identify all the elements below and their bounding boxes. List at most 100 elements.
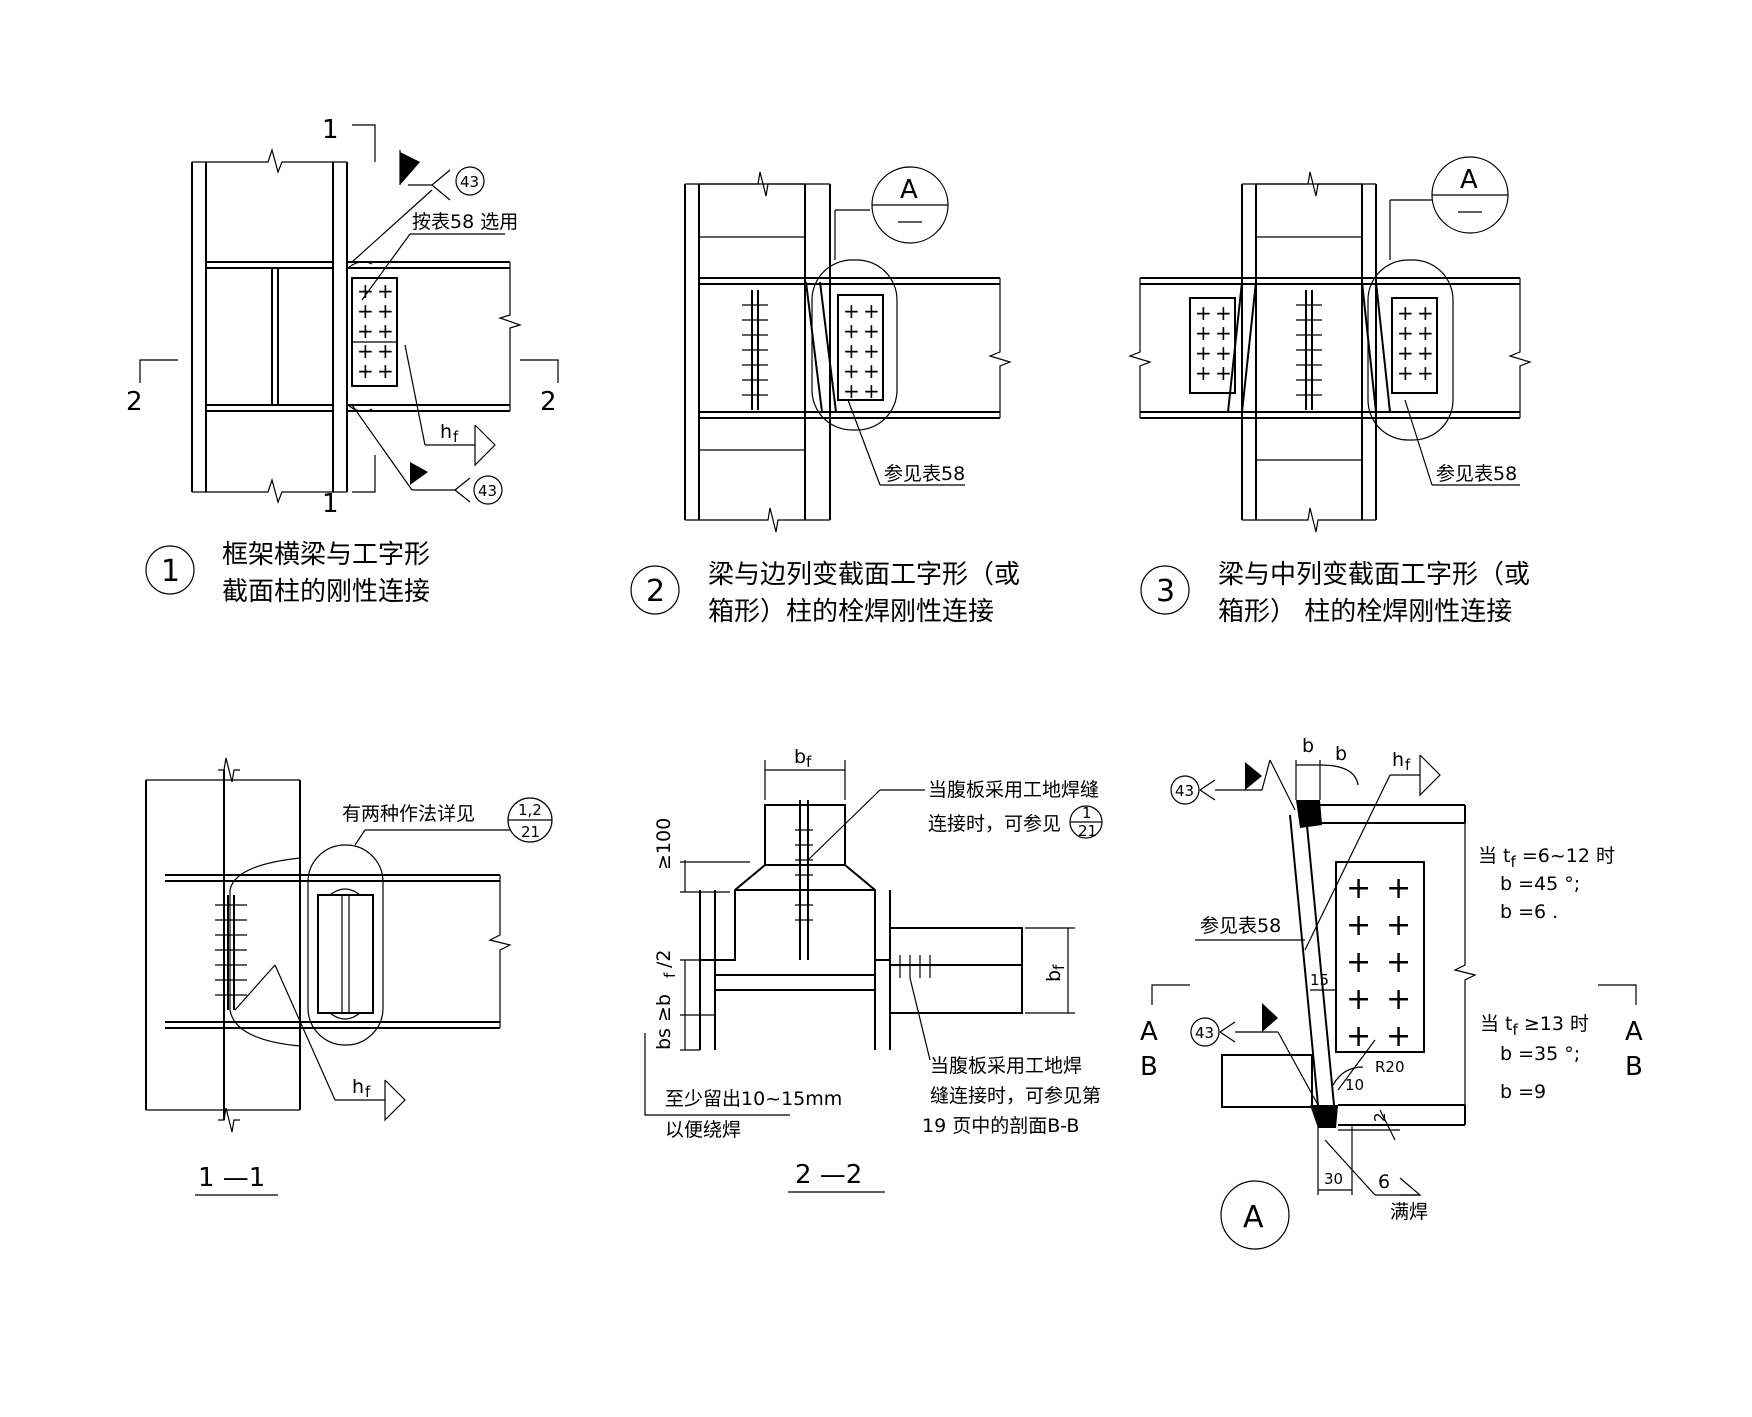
svg-text:A: A: [1625, 1017, 1643, 1047]
svg-text:+: +: [1215, 341, 1232, 365]
beam-bolts: [899, 955, 931, 978]
bolt-group: ++ ++ ++ ++ ++: [1346, 871, 1411, 1054]
svg-text:1,2: 1,2: [518, 801, 542, 819]
svg-text:+: +: [1397, 341, 1414, 365]
svg-text:+: +: [1417, 341, 1434, 365]
note-wrap-weld-a: 至少留出10~15mm: [665, 1088, 842, 1110]
weld-flag-icon: [410, 462, 428, 485]
ref-bubble-text: 43: [478, 482, 497, 500]
web-bolts: [215, 904, 247, 996]
svg-text:+: +: [863, 299, 880, 323]
note-table: 参见表58: [884, 463, 965, 485]
svg-text:21: 21: [1078, 822, 1097, 840]
section-2-2: b f ≥100 bs ≥b f /2 b f 当腹板采用工地焊缝 连接时，可参…: [644, 746, 1103, 1193]
detail-2-title-line2: 箱形）柱的栓焊刚性连接: [708, 597, 994, 627]
detail-2-title-line1: 梁与边列变截面工字形（或: [708, 560, 1020, 590]
weld-fill-top: [1296, 800, 1322, 828]
svg-text:A: A: [1243, 1200, 1264, 1235]
note-table: 按表58 选用: [412, 211, 518, 233]
ref-bubble-text: 43: [460, 173, 479, 191]
detail-1: ++ ++ ++ ++ ++ 1 1 2 2 43 按表58 选用: [126, 115, 559, 607]
detail-marker-2: [630, 565, 680, 615]
svg-text:f: f: [661, 972, 679, 978]
svg-text:f: f: [365, 1083, 371, 1101]
ref-bubble: [1170, 775, 1200, 805]
detail-A: ++ ++ ++ ++ ++ 43 b b h f 参见表58: [1140, 735, 1643, 1250]
svg-text:+: +: [1386, 982, 1411, 1017]
svg-text:/2: /2: [653, 950, 675, 969]
svg-text:+: +: [843, 359, 860, 383]
svg-text:+: +: [1346, 908, 1371, 943]
svg-text:+: +: [843, 319, 860, 343]
svg-text:+: +: [377, 279, 394, 303]
svg-text:+: +: [1215, 361, 1232, 385]
svg-text:+: +: [863, 379, 880, 403]
svg-text:+: +: [1346, 1019, 1371, 1054]
svg-text:+: +: [377, 359, 394, 383]
note-field-weld-2c: 19 页中的剖面B-B: [922, 1115, 1079, 1137]
ref-bubble: [1190, 1017, 1220, 1047]
svg-text:b: b: [1335, 743, 1347, 765]
ref-bubble: [473, 475, 503, 505]
bolt-group: ++ ++ ++ ++: [1195, 301, 1232, 385]
bolt-group: ++ ++ ++ ++ ++: [357, 279, 394, 383]
cond-1-line2: b =45 °;: [1500, 873, 1580, 895]
svg-text:+: +: [843, 299, 860, 323]
svg-text:f: f: [1050, 964, 1068, 970]
svg-text:+: +: [377, 339, 394, 363]
svg-text:f: f: [1405, 756, 1411, 774]
weld-size-label: h: [440, 421, 452, 443]
svg-text:R20: R20: [1375, 1058, 1405, 1076]
svg-text:6: 6: [1378, 1171, 1390, 1193]
weld-fill-bottom: [1310, 1105, 1338, 1128]
svg-text:+: +: [1397, 321, 1414, 345]
svg-text:+: +: [863, 359, 880, 383]
svg-text:1: 1: [1082, 804, 1092, 822]
svg-text:+: +: [1195, 301, 1212, 325]
svg-text:+: +: [1195, 361, 1212, 385]
svg-text:1: 1: [161, 554, 180, 589]
svg-text:+: +: [357, 339, 374, 363]
weld-flag-icon: [1245, 762, 1262, 790]
svg-text:B: B: [1140, 1052, 1158, 1082]
svg-text:A: A: [1460, 165, 1478, 195]
svg-text:f: f: [806, 753, 812, 771]
note-full-weld: 满焊: [1390, 1201, 1428, 1223]
cond-2-line3: b =9: [1500, 1081, 1546, 1103]
svg-text:+: +: [1397, 301, 1414, 325]
note-field-weld-1a: 当腹板采用工地焊缝: [928, 779, 1099, 801]
section-label-1-1: 1 —1: [198, 1163, 265, 1193]
bolt-group: ++ ++ ++ ++ ++: [843, 299, 880, 403]
section-1-1: 有两种作法详见 1,2 21 h f 1 —1: [145, 757, 553, 1196]
svg-text:b: b: [794, 746, 806, 768]
svg-text:3: 3: [1156, 574, 1175, 609]
stiffener-bolts: [1296, 304, 1322, 396]
note-field-weld-1b: 连接时，可参见: [928, 813, 1061, 835]
detail-callout-oval: [307, 844, 384, 1046]
svg-text:bs ≥b: bs ≥b: [653, 994, 675, 1050]
svg-text:+: +: [357, 279, 374, 303]
svg-text:+: +: [357, 359, 374, 383]
svg-text:A: A: [1140, 1017, 1158, 1047]
svg-text:+: +: [843, 379, 860, 403]
section-mark-1-bottom: 1: [322, 489, 339, 519]
detail-3-title-line1: 梁与中列变截面工字形（或: [1218, 560, 1530, 590]
detail-3-title-line2: 箱形） 柱的栓焊刚性连接: [1218, 597, 1512, 627]
svg-text:+: +: [863, 339, 880, 363]
svg-text:+: +: [1386, 1019, 1411, 1054]
weld-size-sub: f: [453, 428, 459, 446]
detail-callout-oval: [1367, 259, 1454, 441]
cond-2-line1: 当 tf ≥13 时: [1480, 1013, 1589, 1039]
note-field-weld-2a: 当腹板采用工地焊: [930, 1055, 1082, 1077]
bolt-group: ++ ++ ++ ++: [1397, 301, 1434, 385]
detail-marker-A: [1220, 1180, 1290, 1250]
svg-text:+: +: [357, 299, 374, 323]
detail-marker-3: [1140, 565, 1190, 615]
ref-bubble: [455, 166, 485, 196]
section-mark-1-top: 1: [322, 115, 339, 145]
weld-flag-icon: [1262, 1003, 1278, 1032]
svg-text:+: +: [1346, 945, 1371, 980]
svg-text:+: +: [1215, 321, 1232, 345]
svg-text:+: +: [1215, 301, 1232, 325]
